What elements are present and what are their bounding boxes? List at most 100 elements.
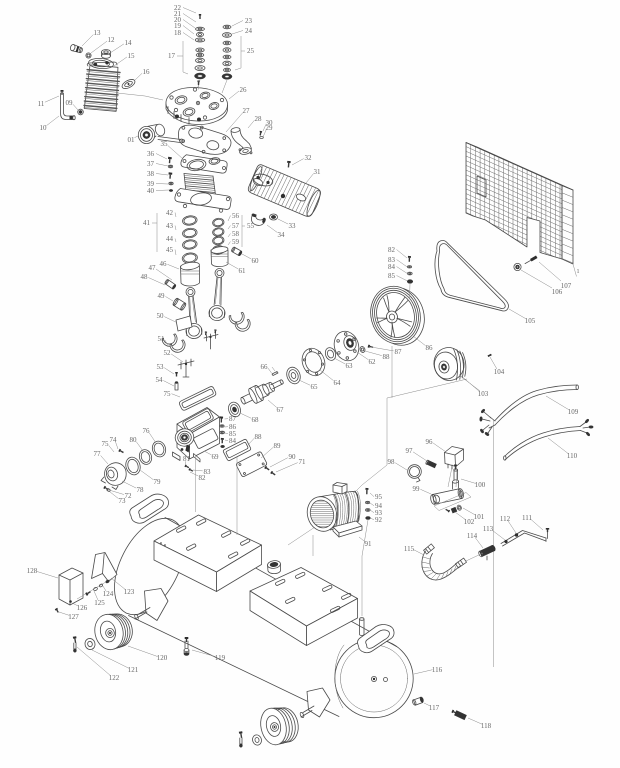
svg-text:61: 61 <box>239 267 247 275</box>
svg-text:75: 75 <box>102 440 110 448</box>
svg-text:19: 19 <box>174 22 182 30</box>
svg-text:33: 33 <box>289 222 297 230</box>
svg-text:18: 18 <box>174 29 182 37</box>
svg-text:16: 16 <box>143 68 151 76</box>
svg-text:53: 53 <box>157 363 165 371</box>
svg-text:91: 91 <box>365 540 373 548</box>
svg-text:125: 125 <box>94 599 105 607</box>
svg-text:1: 1 <box>577 269 580 275</box>
svg-text:88: 88 <box>383 353 391 361</box>
svg-text:103: 103 <box>478 390 489 398</box>
svg-text:87: 87 <box>229 415 237 423</box>
svg-text:96: 96 <box>426 438 434 446</box>
svg-text:54: 54 <box>156 376 164 384</box>
svg-text:60: 60 <box>252 257 260 265</box>
svg-text:62: 62 <box>369 358 377 366</box>
svg-text:116: 116 <box>432 666 443 674</box>
svg-text:92: 92 <box>375 516 383 524</box>
svg-text:27: 27 <box>243 107 251 115</box>
svg-text:52: 52 <box>164 349 172 357</box>
svg-text:87: 87 <box>395 348 403 356</box>
svg-text:93: 93 <box>375 509 383 517</box>
svg-text:49: 49 <box>158 292 166 300</box>
svg-text:119: 119 <box>215 654 226 662</box>
svg-text:56: 56 <box>232 212 240 220</box>
svg-text:86: 86 <box>229 423 237 431</box>
svg-text:85: 85 <box>388 272 396 280</box>
svg-text:94: 94 <box>375 502 383 510</box>
svg-text:112: 112 <box>500 515 511 523</box>
svg-text:83: 83 <box>388 256 396 264</box>
svg-text:44: 44 <box>166 235 174 243</box>
svg-text:09: 09 <box>66 99 74 107</box>
svg-text:58: 58 <box>232 230 240 238</box>
svg-text:79: 79 <box>154 478 162 486</box>
svg-text:123: 123 <box>124 588 135 596</box>
svg-text:107: 107 <box>561 282 572 290</box>
svg-text:30: 30 <box>266 119 274 127</box>
svg-text:71: 71 <box>299 458 307 466</box>
svg-text:122: 122 <box>109 674 120 682</box>
svg-text:121: 121 <box>128 666 139 674</box>
svg-text:36: 36 <box>147 150 155 158</box>
svg-text:75: 75 <box>164 390 172 398</box>
svg-text:45: 45 <box>166 246 174 254</box>
svg-text:77: 77 <box>94 450 102 458</box>
svg-text:115: 115 <box>404 545 415 553</box>
svg-text:99: 99 <box>413 485 421 493</box>
svg-text:106: 106 <box>552 288 563 296</box>
svg-text:89: 89 <box>274 442 282 450</box>
svg-text:67: 67 <box>277 406 285 414</box>
svg-text:01: 01 <box>128 136 136 144</box>
svg-text:12: 12 <box>108 36 116 44</box>
svg-text:17: 17 <box>168 52 176 60</box>
svg-text:11: 11 <box>38 100 45 108</box>
svg-text:20: 20 <box>174 16 182 24</box>
svg-text:82: 82 <box>199 474 207 482</box>
svg-text:90: 90 <box>289 453 297 461</box>
svg-text:38: 38 <box>147 170 155 178</box>
svg-text:28: 28 <box>255 115 263 123</box>
svg-text:43: 43 <box>166 222 174 230</box>
svg-text:120: 120 <box>157 654 168 662</box>
svg-text:82: 82 <box>388 246 396 254</box>
svg-text:25: 25 <box>247 47 255 55</box>
svg-text:69: 69 <box>212 453 220 461</box>
svg-text:100: 100 <box>475 481 486 489</box>
svg-text:98: 98 <box>388 458 396 466</box>
svg-text:84: 84 <box>388 263 396 271</box>
svg-text:76: 76 <box>143 427 151 435</box>
svg-text:110: 110 <box>567 452 578 460</box>
svg-text:114: 114 <box>467 532 478 540</box>
svg-text:57: 57 <box>232 222 240 230</box>
svg-text:47: 47 <box>149 264 157 272</box>
svg-text:26: 26 <box>240 86 248 94</box>
svg-text:105: 105 <box>525 317 536 325</box>
svg-text:74: 74 <box>110 436 118 444</box>
svg-text:104: 104 <box>494 368 505 376</box>
svg-text:65: 65 <box>311 383 319 391</box>
svg-text:39: 39 <box>147 180 155 188</box>
svg-text:63: 63 <box>346 362 354 370</box>
svg-text:113: 113 <box>483 525 494 533</box>
svg-text:109: 109 <box>568 408 579 416</box>
svg-text:23: 23 <box>245 17 253 25</box>
svg-text:118: 118 <box>481 722 492 730</box>
svg-text:68: 68 <box>252 416 260 424</box>
svg-text:59: 59 <box>232 238 240 246</box>
svg-text:31: 31 <box>314 168 322 176</box>
svg-text:13: 13 <box>94 29 102 37</box>
svg-text:78: 78 <box>137 486 145 494</box>
svg-text:102: 102 <box>464 518 475 526</box>
svg-text:83: 83 <box>204 468 212 476</box>
svg-text:15: 15 <box>128 52 136 60</box>
svg-text:34: 34 <box>278 231 286 239</box>
svg-text:97: 97 <box>406 447 414 455</box>
svg-text:85: 85 <box>229 430 237 438</box>
svg-text:86: 86 <box>426 344 434 352</box>
svg-text:51: 51 <box>158 335 166 343</box>
svg-text:40: 40 <box>147 187 155 195</box>
svg-text:128: 128 <box>27 567 38 575</box>
svg-text:81: 81 <box>183 455 191 463</box>
svg-text:111: 111 <box>522 514 532 522</box>
